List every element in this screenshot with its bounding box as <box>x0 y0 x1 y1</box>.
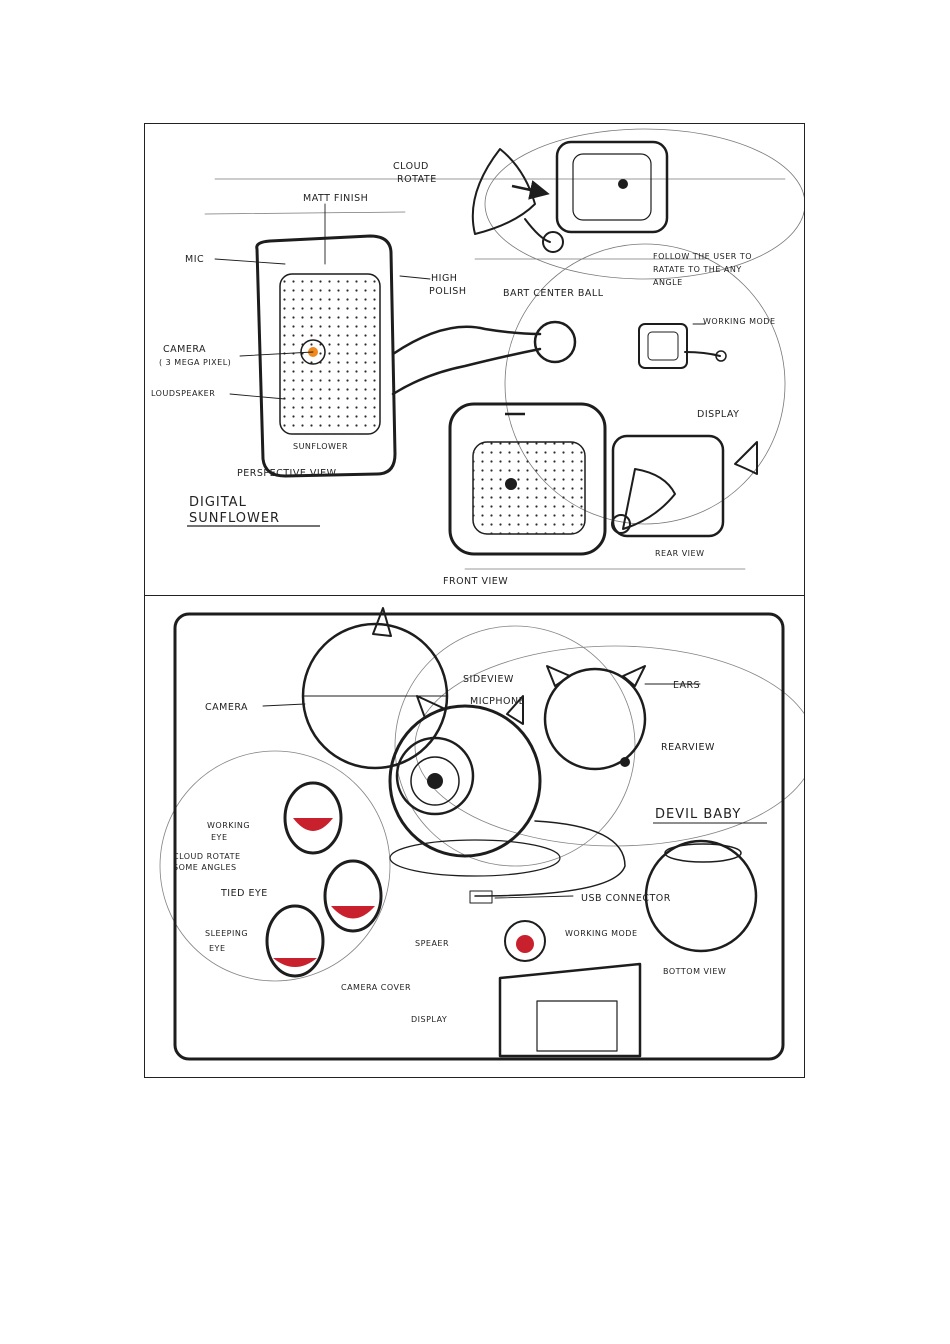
usb-cable <box>474 820 626 897</box>
label-micphone: MICPHONE <box>470 696 525 707</box>
devil-baby-sketch: CAMERA SIDEVIEW MICPHONE EARS REARVIEW D… <box>144 596 805 1078</box>
label-working-mode: WORKING MODE <box>703 317 776 326</box>
label-loudspeaker: LOUDSPEAKER <box>151 389 215 398</box>
label-follow-3: ANGLE <box>653 278 683 287</box>
display-monitor <box>498 920 642 1058</box>
label-rear-view: REARVIEW <box>661 742 715 753</box>
sunflower-illustration: CLOUD ROTATE MATT FINISH MIC HIGH POLISH… <box>151 128 804 587</box>
label-matt-finish: MATT FINISH <box>303 193 368 204</box>
label-display: DISPLAY <box>697 409 739 420</box>
main-devil-device <box>388 695 561 877</box>
sketch-title-line2: SUNFLOWER <box>189 511 280 526</box>
label-ears: EARS <box>673 680 700 691</box>
usb-plug <box>469 890 493 904</box>
label-camera-cover: CAMERA COVER <box>341 983 411 992</box>
label-cloud-rotate-2: SOME ANGLES <box>173 863 237 872</box>
label-high-polish-1: HIGH <box>431 273 457 284</box>
label-working-eye-1: WORKING <box>207 821 250 830</box>
label-follow-1: FOLLOW THE USER TO <box>653 252 752 261</box>
rear-view-device <box>611 434 758 538</box>
label-usb-connector: USB CONNECTOR <box>581 893 671 904</box>
label-speaker: SPEAER <box>415 939 449 948</box>
label-rear-view: REAR VIEW <box>655 549 704 558</box>
construction-lines <box>159 625 804 982</box>
label-sleeping-eye-2: EYE <box>209 944 226 953</box>
label-cloud-rotate-2: ROTATE <box>397 174 437 185</box>
construction-lines <box>204 128 804 570</box>
label-side-view: SIDEVIEW <box>463 674 514 685</box>
sketch-title: DEVIL BABY <box>655 807 741 822</box>
perspective-view-device <box>255 234 577 478</box>
label-perspective-view: PERSPECTIVE VIEW <box>237 468 337 479</box>
eye-variants <box>265 781 383 978</box>
side-view-sphere <box>301 607 449 770</box>
label-mic: MIC <box>185 254 204 265</box>
label-working-eye-2: EYE <box>211 833 228 842</box>
devil-baby-illustration: CAMERA SIDEVIEW MICPHONE EARS REARVIEW D… <box>159 607 804 1061</box>
label-camera: CAMERA <box>163 344 206 355</box>
label-display: DISPLAY <box>411 1015 447 1024</box>
label-follow-2: RATATE TO THE ANY <box>653 265 742 274</box>
label-working-mode: WORKING MODE <box>565 929 638 938</box>
label-cloud-rotate-1: CLOUD ROTATE <box>173 852 241 861</box>
digital-sunflower-sketch: CLOUD ROTATE MATT FINISH MIC HIGH POLISH… <box>144 123 805 596</box>
label-front-view: FRONT VIEW <box>443 576 508 587</box>
working-mode-device <box>638 323 727 369</box>
label-tied-eye: TIED EYE <box>220 888 268 899</box>
label-bottom-view: BOTTOM VIEW <box>663 967 726 976</box>
rear-view-sphere <box>543 665 647 771</box>
label-camera: CAMERA <box>205 702 248 713</box>
brand-mark: SUNFLOWER <box>293 442 348 451</box>
label-bart-center-ball: BART CENTER BALL <box>503 288 604 299</box>
label-cloud-rotate-1: CLOUD <box>393 161 429 172</box>
rotate-view-unit <box>471 140 669 253</box>
label-camera-sub: ( 3 MEGA PIXEL) <box>159 358 231 367</box>
leader-lines <box>214 203 706 400</box>
sketch-frame <box>173 612 785 1061</box>
leader-lines <box>262 683 701 899</box>
label-sleeping-eye-1: SLEEPING <box>205 929 248 938</box>
bottom-view-sphere <box>644 839 758 953</box>
label-high-polish-2: POLISH <box>429 286 466 297</box>
front-view-device <box>448 402 607 556</box>
sketch-title-line1: DIGITAL <box>189 495 247 510</box>
